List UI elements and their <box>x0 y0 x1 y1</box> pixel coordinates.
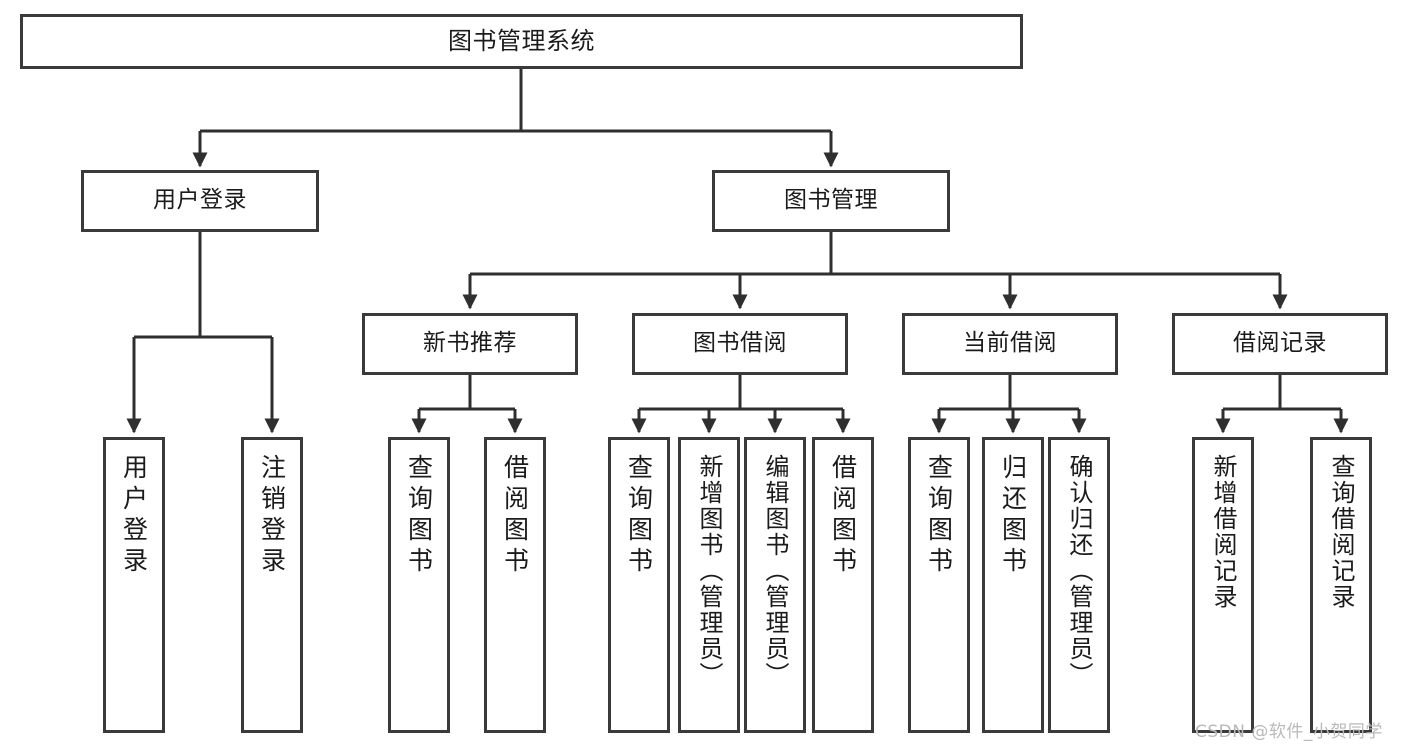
leaf-return-book[interactable]: 归还图书 <box>982 437 1044 733</box>
csdn-watermark: CSDN @软件_小贺同学 <box>1195 722 1383 742</box>
node-level2-book-borrow[interactable]: 图书借阅 <box>632 313 848 375</box>
leaf-edit-book-admin[interactable]: 编辑图书（管理员） <box>744 437 806 733</box>
leaf-query-book-newbook[interactable]: 查询图书 <box>388 437 450 733</box>
leaf-borrow-book-newbook[interactable]: 借阅图书 <box>484 437 546 733</box>
leaf-logout-label: 注销登录 <box>257 454 287 578</box>
node-level2-borrow-record[interactable]: 借阅记录 <box>1172 313 1388 375</box>
leaf-logout[interactable]: 注销登录 <box>241 437 303 733</box>
node-level2-current-borrow[interactable]: 当前借阅 <box>902 313 1118 375</box>
leaf-query-borrow-record-label: 查询借阅记录 <box>1327 454 1355 610</box>
leaf-query-borrow-record[interactable]: 查询借阅记录 <box>1310 437 1372 733</box>
leaf-add-borrow-record-label: 新增借阅记录 <box>1209 454 1237 610</box>
node-level2-new-book-recommend-label: 新书推荐 <box>423 330 517 357</box>
node-level2-book-borrow-label: 图书借阅 <box>693 330 787 357</box>
node-level1-user-login[interactable]: 用户登录 <box>81 170 319 232</box>
node-root[interactable]: 图书管理系统 <box>20 14 1023 69</box>
leaf-user-login-label: 用户登录 <box>119 454 149 578</box>
leaf-add-borrow-record[interactable]: 新增借阅记录 <box>1192 437 1254 733</box>
node-level1-book-management[interactable]: 图书管理 <box>712 170 950 232</box>
leaf-confirm-return-admin-label: 确认归还（管理员） <box>1065 454 1093 688</box>
leaf-borrow-book[interactable]: 借阅图书 <box>812 437 874 733</box>
node-level2-borrow-record-label: 借阅记录 <box>1233 330 1327 357</box>
node-level2-new-book-recommend[interactable]: 新书推荐 <box>362 313 578 375</box>
node-root-label: 图书管理系统 <box>448 27 595 56</box>
node-level2-current-borrow-label: 当前借阅 <box>963 330 1057 357</box>
leaf-user-login[interactable]: 用户登录 <box>103 437 165 733</box>
leaf-query-book-borrow-label: 查询图书 <box>624 454 654 578</box>
leaf-query-book-current[interactable]: 查询图书 <box>908 437 970 733</box>
node-level1-book-management-label: 图书管理 <box>784 187 878 214</box>
leaf-query-book-borrow[interactable]: 查询图书 <box>608 437 670 733</box>
leaf-add-book-admin-label: 新增图书（管理员） <box>695 454 723 688</box>
leaf-add-book-admin[interactable]: 新增图书（管理员） <box>678 437 740 733</box>
leaf-query-book-newbook-label: 查询图书 <box>404 454 434 578</box>
leaf-query-book-current-label: 查询图书 <box>924 454 954 578</box>
leaf-borrow-book-newbook-label: 借阅图书 <box>500 454 530 578</box>
node-level1-user-login-label: 用户登录 <box>153 187 247 214</box>
leaf-return-book-label: 归还图书 <box>998 454 1028 578</box>
leaf-borrow-book-label: 借阅图书 <box>828 454 858 578</box>
leaf-confirm-return-admin[interactable]: 确认归还（管理员） <box>1048 437 1110 733</box>
leaf-edit-book-admin-label: 编辑图书（管理员） <box>761 454 789 688</box>
